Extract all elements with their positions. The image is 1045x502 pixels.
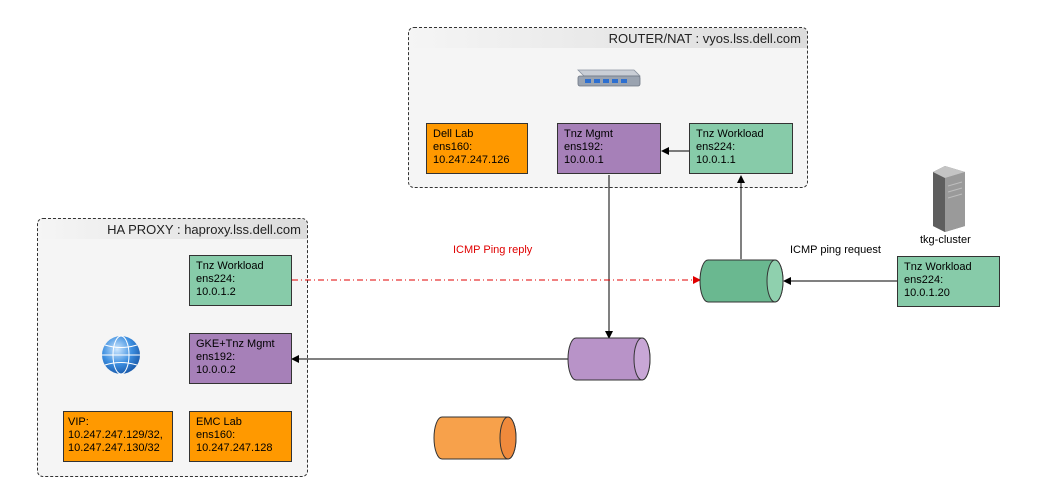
server-icon: [933, 166, 965, 232]
green-cylinder: [699, 259, 784, 303]
orange-cylinder: [433, 416, 517, 460]
router-icon: [577, 69, 641, 87]
purple-cylinder: [567, 337, 651, 381]
globe-icon: [102, 335, 140, 375]
haproxy-gke-mgmt-box: GKE+Tnz Mgmt ens192: 10.0.0.2: [189, 333, 292, 384]
haproxy-emc-lab-box: EMC Lab ens160: 10.247.247.128: [189, 411, 292, 462]
icmp-ping-request-label: ICMP ping request: [790, 244, 881, 256]
cluster-tnz-workload-box: Tnz Workload ens224: 10.0.1.20: [897, 256, 1000, 307]
router-nat-group-title: ROUTER/NAT : vyos.lss.dell.com: [608, 31, 801, 46]
haproxy-tnz-workload-box: Tnz Workload ens224: 10.0.1.2: [189, 255, 292, 306]
haproxy-vip-box: VIP: 10.247.247.129/32, 10.247.247.130/3…: [63, 411, 173, 462]
router-tnz-workload-box: Tnz Workload ens224: 10.0.1.1: [689, 123, 793, 174]
icmp-ping-reply-label: ICMP Ping reply: [453, 244, 533, 256]
haproxy-group-title: HA PROXY : haproxy.lss.dell.com: [107, 222, 301, 237]
router-tnz-mgmt-box: Tnz Mgmt ens192: 10.0.0.1: [557, 123, 661, 174]
haproxy-group-header: HA PROXY : haproxy.lss.dell.com: [38, 219, 307, 239]
dell-lab-interface-box: Dell Lab ens160: 10.247.247.126: [426, 123, 528, 174]
tkg-cluster-label: tkg-cluster: [920, 234, 971, 246]
router-nat-group-header: ROUTER/NAT : vyos.lss.dell.com: [409, 28, 807, 48]
